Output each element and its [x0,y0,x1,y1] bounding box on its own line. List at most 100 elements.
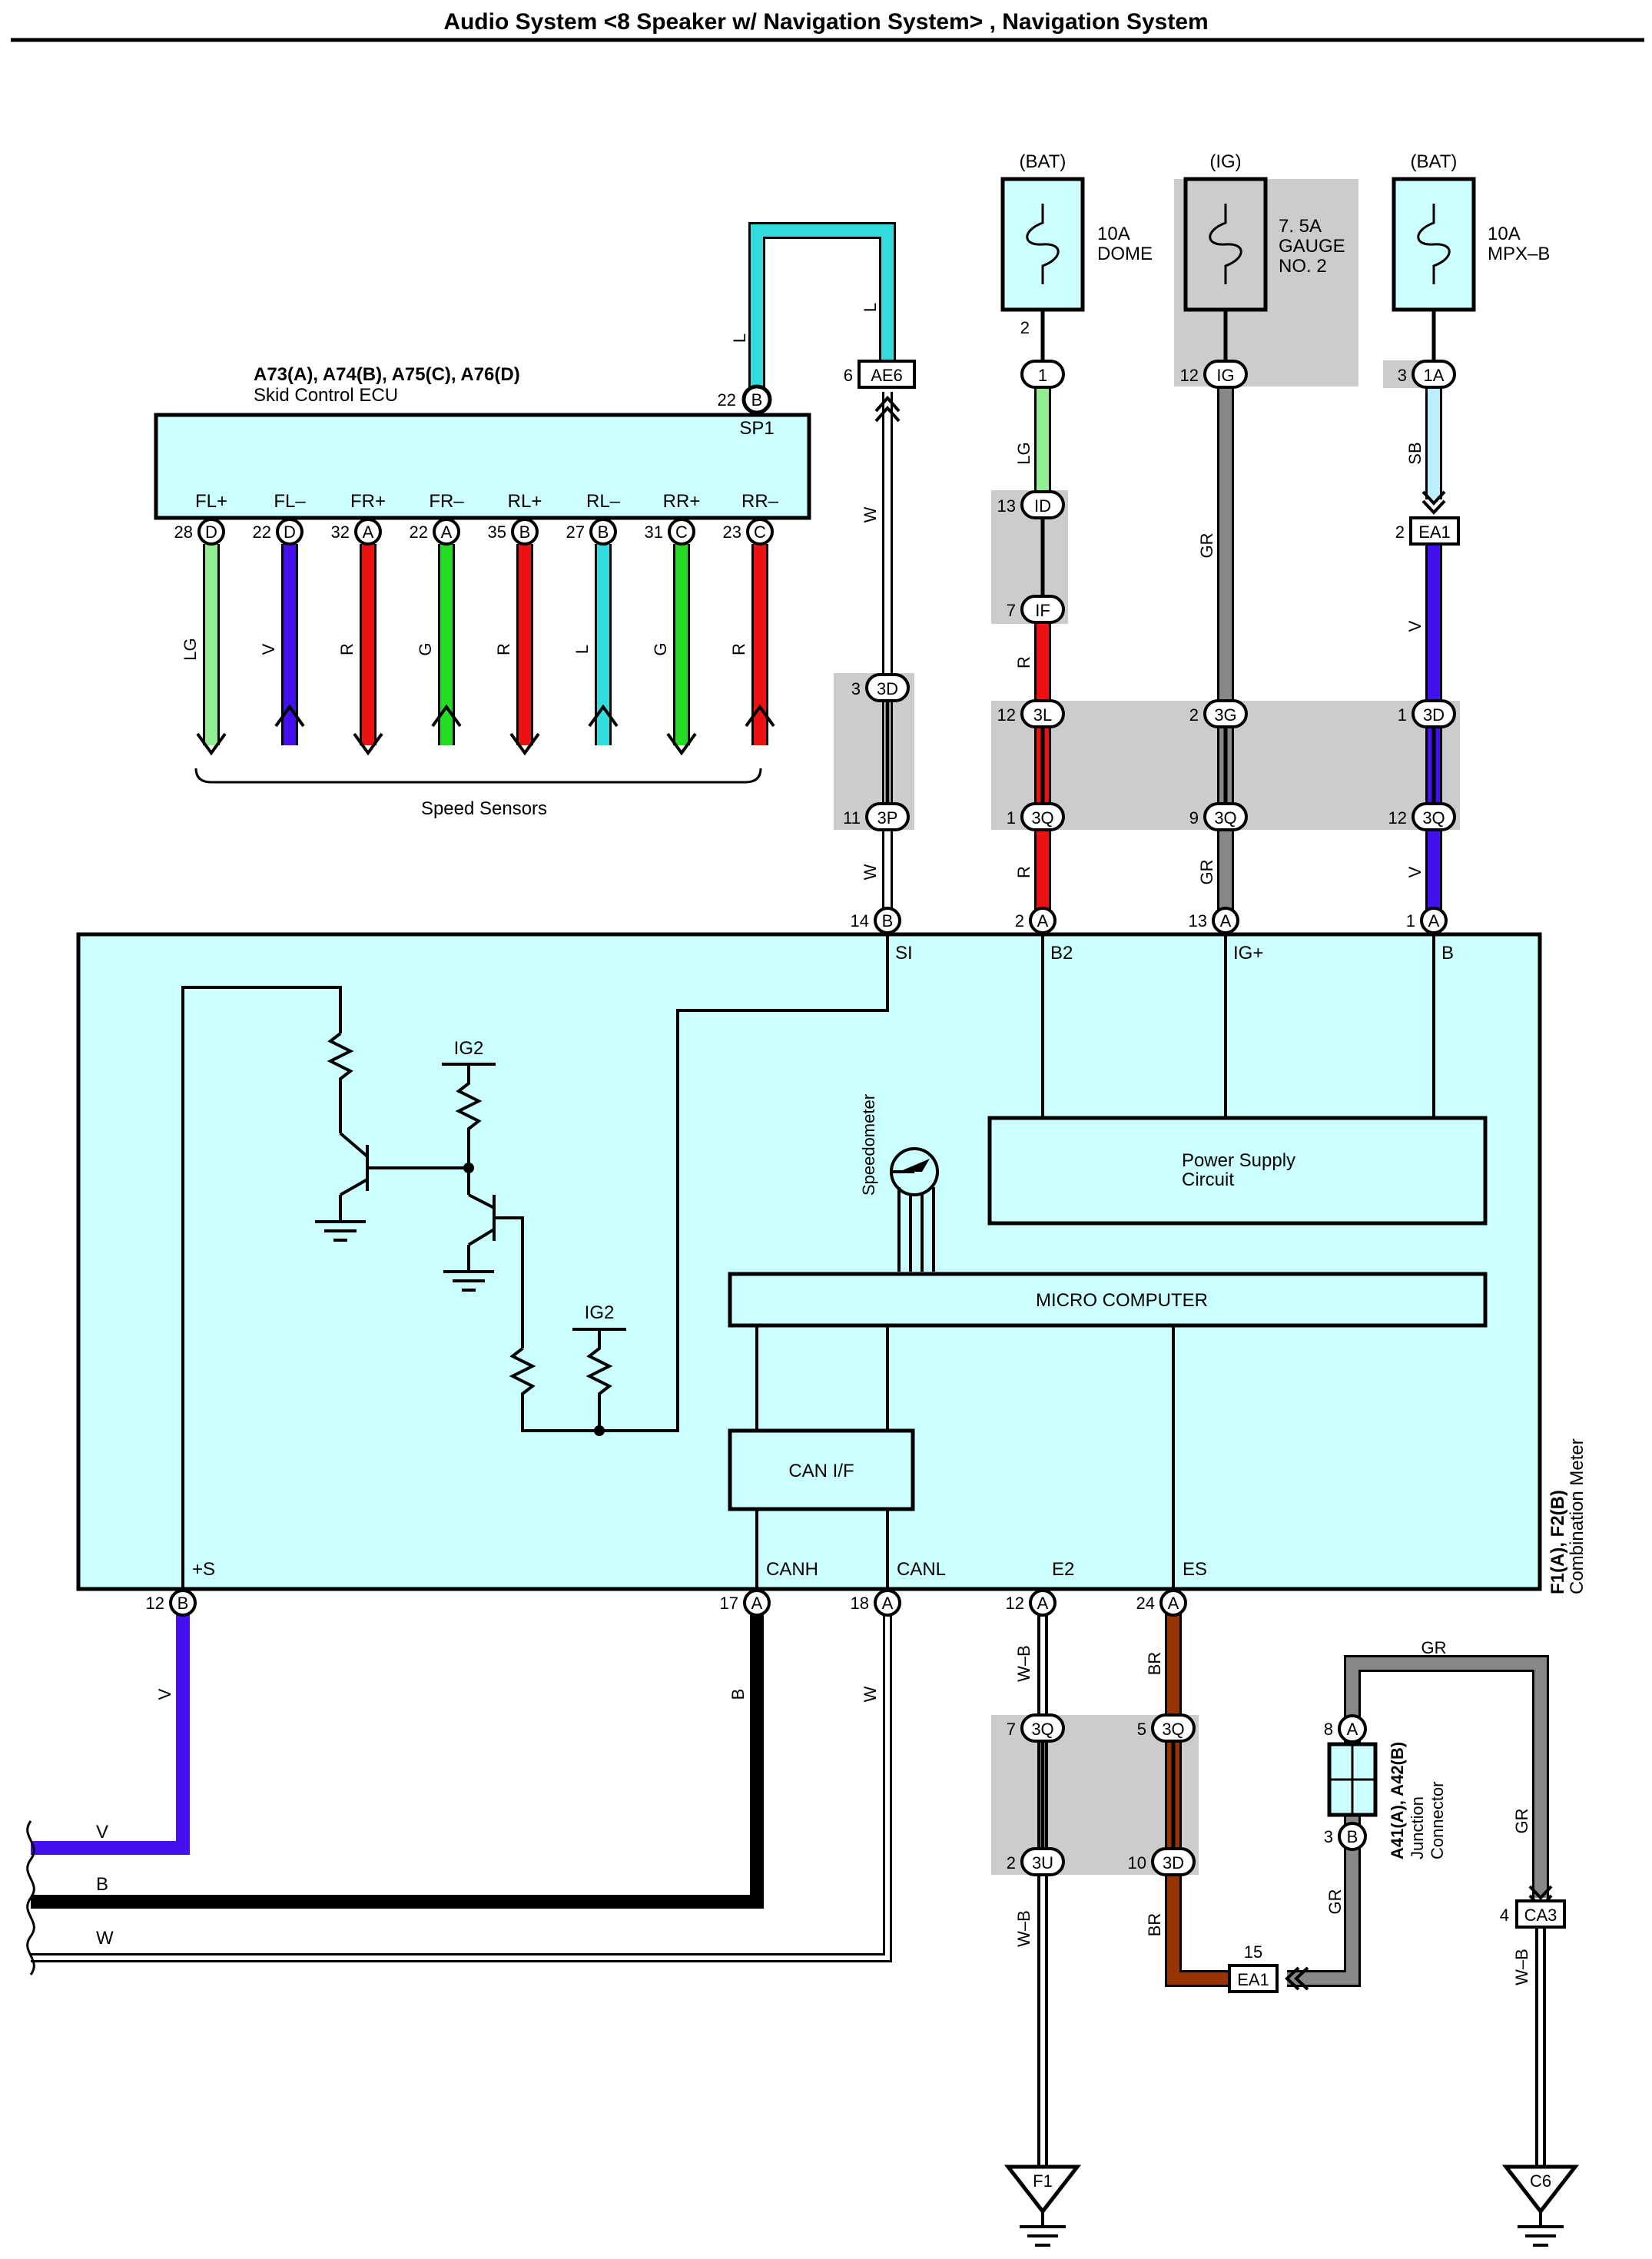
meter-pin-plus-s-number: 12 [146,1594,164,1613]
ecu-pin-fl-minus-arrow [274,704,305,728]
svg-text:AE6: AE6 [871,366,903,385]
ecu-pin-rl-minus-label: RL– [586,491,621,512]
meter-pin-plus-s-label: +S [192,1559,215,1580]
fuse-dome: (BAT) 10A DOME [1000,151,1153,312]
svg-text:V: V [155,1688,174,1700]
svg-text:V: V [1405,866,1425,877]
meter-pin-plus-s-connector-letter: B [177,1594,189,1613]
svg-text:CA3: CA3 [1524,1906,1557,1925]
diagram-title: Audio System <8 Speaker w/ Navigation Sy… [443,9,1208,35]
svg-text:10A: 10A [1488,224,1521,244]
svg-text:B: B [751,390,763,410]
svg-text:7: 7 [1007,601,1016,620]
meter-pin-b [1420,907,1448,934]
ecu-pin-fr-plus-connector [354,518,382,546]
ecu-pin-rr-minus-connector [746,518,774,546]
svg-text:B: B [96,1874,108,1895]
ecu-pin-rr-minus-arrow [745,704,775,728]
svg-text:W–B: W–B [1014,1910,1033,1947]
ecu-pin-fr-minus-pin-number: 22 [410,522,428,542]
svg-text:13: 13 [997,496,1016,516]
meter-pin-canl-number: 18 [851,1594,869,1613]
svg-text:1: 1 [1038,366,1047,385]
svg-text:2: 2 [1007,1853,1016,1873]
ecu-pin-fr-plus-label: FR+ [350,491,386,512]
svg-text:10: 10 [1128,1853,1146,1873]
ecu-pin-fr-minus-arrow [431,704,462,728]
ecu-pin-rl-plus-wire-code: R [494,643,513,655]
svg-text:3Q: 3Q [1031,808,1053,828]
svg-text:5: 5 [1137,1720,1146,1739]
svg-text:V: V [1405,620,1425,632]
svg-text:Connector: Connector [1428,1781,1447,1859]
combination-meter: F1(A), F2(B) Combination Meter [76,932,1587,1594]
ecu-pin-rr-plus-connector-letter: C [675,522,688,542]
meter-pin-b-connector-letter: A [1428,911,1440,930]
svg-text:3: 3 [1324,1827,1333,1846]
ecu-pin-rl-minus-connector [589,518,617,546]
svg-text:Junction: Junction [1408,1796,1427,1859]
meter-pin-canh [743,1589,771,1617]
ecu-pin-fr-plus-arrow [353,732,383,756]
ecu-pin-rl-plus-pin-number: 35 [488,522,506,542]
meter-pin-ig-plus-connector-letter: A [1220,911,1232,930]
svg-text:2: 2 [1395,522,1405,542]
meter-pin-si-label: SI [895,943,913,964]
fuse-stubs [1040,310,1436,361]
meter-pin-b2-number: 2 [1015,911,1024,930]
junction-connector-label: A41(A), A42(B) Junction Connector [1388,1742,1447,1859]
svg-text:GR: GR [1197,533,1216,559]
svg-text:12: 12 [1180,366,1199,385]
svg-text:GR: GR [1197,860,1216,885]
meter-pin-b2 [1029,907,1057,934]
ecu-pin-rr-plus-wire-code: G [651,642,670,655]
svg-text:3: 3 [851,679,861,698]
svg-text:GR: GR [1421,1638,1447,1657]
ecu-pin-fl-plus-label: FL+ [195,491,227,512]
meter-pin-e2-label: E2 [1052,1559,1074,1580]
meter-pin-ig-plus-label: IG+ [1233,943,1263,964]
ecu-pin-fl-plus-pin-number: 28 [174,522,193,542]
svg-text:3Q: 3Q [1214,808,1236,828]
svg-text:3D: 3D [877,679,898,698]
svg-text:EA1: EA1 [1418,522,1451,542]
meter-pin-b2-label: B2 [1050,943,1073,964]
meter-pin-es [1159,1589,1187,1617]
ecu-pin-fl-plus-arrow [196,732,227,756]
svg-text:Circuit: Circuit [1182,1169,1234,1190]
svg-text:10A: 10A [1097,224,1130,244]
svg-text:A73(A), A74(B), A75(C), A76(D): A73(A), A74(B), A75(C), A76(D) [254,364,520,385]
meter-pin-canl-connector-letter: A [882,1594,894,1613]
svg-text:3P: 3P [877,808,898,828]
ecu-pin-rr-minus-connector-letter: C [754,522,766,542]
svg-text:(IG): (IG) [1209,151,1241,172]
svg-text:LG: LG [1014,442,1033,464]
svg-text:W: W [96,1928,114,1949]
ecu-pin-fl-minus-pin-number: 22 [253,522,271,542]
svg-text:IG2: IG2 [454,1038,484,1059]
svg-text:7: 7 [1007,1720,1016,1739]
svg-text:B: B [728,1689,748,1700]
speed-sensor-bracket [194,768,762,784]
svg-text:F1: F1 [1033,2171,1053,2191]
meter-pin-si [874,907,901,934]
ecu-pin-rl-minus-wire-code: L [572,645,592,654]
svg-text:GR: GR [1325,1889,1345,1915]
svg-text:IG2: IG2 [585,1302,615,1323]
svg-text:MICRO COMPUTER: MICRO COMPUTER [1036,1290,1208,1311]
svg-text:L: L [861,303,880,312]
skid-control-ecu: A73(A), A74(B), A75(C), A76(D) Skid Cont… [154,364,811,520]
meter-pin-es-connector-letter: A [1168,1594,1179,1613]
ecu-pin-fl-minus-connector-letter: D [284,522,296,542]
meter-pin-es-number: 24 [1136,1594,1155,1613]
svg-text:3D: 3D [1163,1853,1184,1873]
svg-text:Power Supply: Power Supply [1182,1150,1295,1171]
svg-text:A41(A), A42(B): A41(A), A42(B) [1388,1742,1407,1859]
svg-text:3D: 3D [1423,705,1445,725]
svg-text:MPX–B: MPX–B [1488,244,1550,264]
svg-text:7. 5A: 7. 5A [1279,216,1322,237]
svg-text:3Q: 3Q [1162,1720,1184,1739]
svg-text:3L: 3L [1033,705,1052,725]
svg-text:Combination Meter: Combination Meter [1567,1438,1587,1594]
